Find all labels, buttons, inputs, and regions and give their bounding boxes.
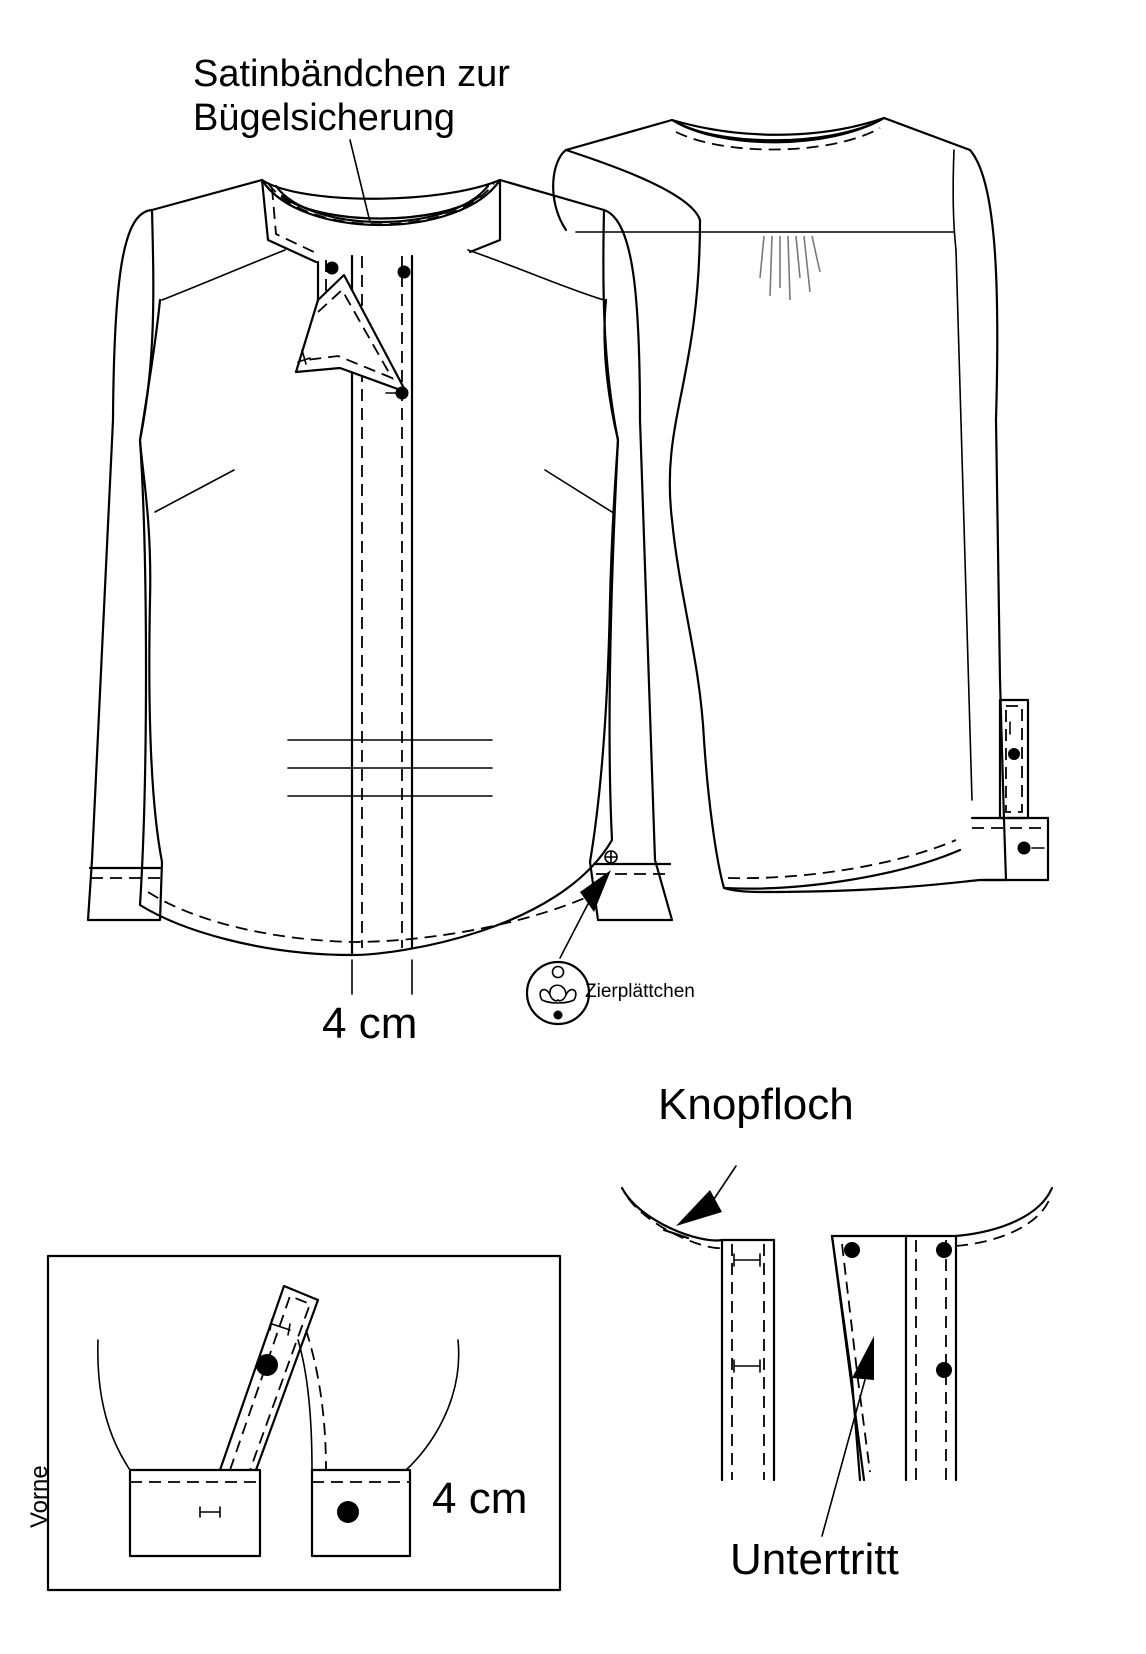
back-hem — [722, 848, 962, 890]
ornament-label: Zierplättchen — [585, 981, 695, 1002]
back-neck-binding — [678, 120, 878, 142]
placket-detail-neck-right — [954, 1186, 1054, 1238]
cuff-placket-strip-stitch — [229, 1294, 312, 1471]
underlap-arrow-head — [852, 1336, 874, 1380]
front-left-sleeve — [86, 208, 164, 922]
placket-detail-button-2 — [936, 1242, 952, 1258]
front-placket-width-label: 4 cm — [322, 999, 418, 1048]
back-sleeve-placket — [998, 698, 1030, 820]
back-view — [552, 116, 1050, 894]
cuff-right-button — [337, 1501, 359, 1523]
placket-detail-button-1 — [844, 1242, 860, 1258]
front-view — [86, 139, 674, 1026]
ornament-arrow-head — [580, 870, 611, 912]
buttonhole-label: Knopfloch — [658, 1080, 854, 1129]
ornament-detail-flower — [539, 984, 577, 1004]
front-folded-flap — [294, 273, 408, 394]
ornament-detail-circle — [525, 960, 591, 1026]
front-folded-flap-stitch — [305, 288, 395, 380]
front-button-collar-left — [325, 261, 339, 275]
satin-leader-line — [349, 139, 371, 223]
cuff-width-label: 4 cm — [432, 1474, 528, 1523]
back-neck-stitch — [675, 127, 881, 151]
placket-detail — [620, 1165, 1054, 1537]
back-sleeve-seam — [952, 149, 957, 251]
placket-detail-neck-buttonhole — [662, 1228, 690, 1240]
front-neck-band-right — [468, 178, 502, 254]
satin-tape — [280, 194, 482, 220]
buttonhole-arrow-head — [676, 1190, 722, 1226]
back-sleeve-placket-stitch — [1005, 705, 1023, 813]
front-right-yoke-seam — [467, 249, 605, 301]
placket-detail-underlap-inner — [830, 1234, 862, 1482]
cuff-placket-strip — [218, 1284, 320, 1472]
front-neckline-stitch — [267, 182, 495, 226]
ornament-small — [604, 850, 618, 864]
front-left-bust-dart — [154, 469, 235, 513]
back-gathers — [759, 235, 821, 301]
ornament-small-detail — [605, 851, 617, 863]
ornament-detail-top-hole — [551, 965, 565, 979]
cuff-left-buttonhole — [199, 1506, 221, 1518]
cuff-underlap-strip — [297, 1339, 313, 1471]
placket-detail-neck-right-stitch — [955, 1197, 1051, 1247]
ornament-leader — [559, 899, 591, 959]
satin-tape-label-line1: Satinbändchen zur — [193, 53, 510, 95]
placket-detail-button-3 — [936, 1362, 952, 1378]
placket-detail-buttonhole-2 — [733, 1359, 761, 1373]
back-hem-stitch — [727, 839, 957, 880]
cuff-left — [128, 1468, 262, 1558]
cuff-detail — [46, 1254, 562, 1592]
underlap-label: Untertritt — [730, 1535, 899, 1584]
placket-detail-underlap-stitch — [841, 1243, 871, 1473]
front-hem-stitch — [147, 891, 599, 943]
cuff-placket-button — [256, 1354, 278, 1376]
back-left-side — [552, 148, 568, 232]
front-side-label: Vorne — [26, 1465, 53, 1528]
front-flap-buttonhole — [297, 349, 311, 365]
back-cuff-button — [1017, 841, 1031, 855]
satin-tape-label-line2: Bügelsicherung — [193, 97, 455, 139]
buttonhole-leader — [711, 1165, 737, 1203]
front-neck-band-left-stitch — [271, 187, 319, 255]
front-button-collar-right — [397, 265, 411, 279]
front-right-sleeve — [588, 208, 674, 922]
cuff-placket-buttonhole — [269, 1318, 291, 1336]
cuff-right — [310, 1468, 412, 1558]
cuff-detail-sleeve-right — [405, 1339, 460, 1471]
placket-detail-buttonhole-1 — [733, 1253, 761, 1267]
back-right-side-seam — [955, 249, 973, 801]
front-neck-band-left — [260, 178, 318, 264]
cuff-detail-frame — [46, 1254, 562, 1592]
front-left-yoke-seam — [161, 249, 286, 301]
satin-tape-label: Satinbändchen zur Bügelsicherung — [193, 52, 573, 140]
underlap-leader — [821, 1375, 867, 1537]
ornament-detail-bottom-dot — [553, 1010, 563, 1020]
back-placket-button — [1008, 748, 1020, 760]
back-cuff-outline — [980, 816, 1050, 882]
back-body-outline — [564, 116, 1008, 894]
cuff-detail-sleeve-left — [97, 1339, 131, 1471]
front-body-outline — [138, 178, 620, 957]
front-right-bust-dart — [544, 469, 613, 513]
front-button-1 — [395, 386, 409, 400]
